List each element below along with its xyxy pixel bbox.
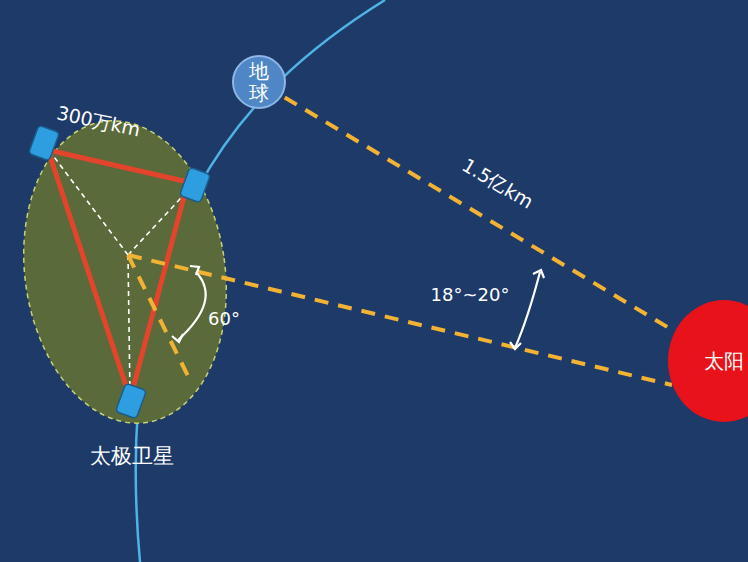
satellite-icons (29, 125, 211, 419)
center-lines (45, 145, 193, 395)
distance-line (285, 97, 674, 330)
angle-label: 18°~20° (431, 284, 510, 305)
node-text: 太阳 (704, 348, 744, 375)
edge-label: 1.5亿km (457, 153, 538, 216)
angle-label: 60° (208, 308, 240, 329)
node-text: 地球 (249, 60, 269, 104)
satellite-label: 太极卫星 (90, 442, 174, 470)
formation-plane (5, 108, 245, 437)
angle-arcs (172, 266, 544, 349)
laser-triangle (48, 150, 188, 392)
earth-circle: 地球 (232, 55, 286, 109)
sun-circle: 太阳 (668, 300, 748, 422)
sun-lines (128, 255, 672, 385)
